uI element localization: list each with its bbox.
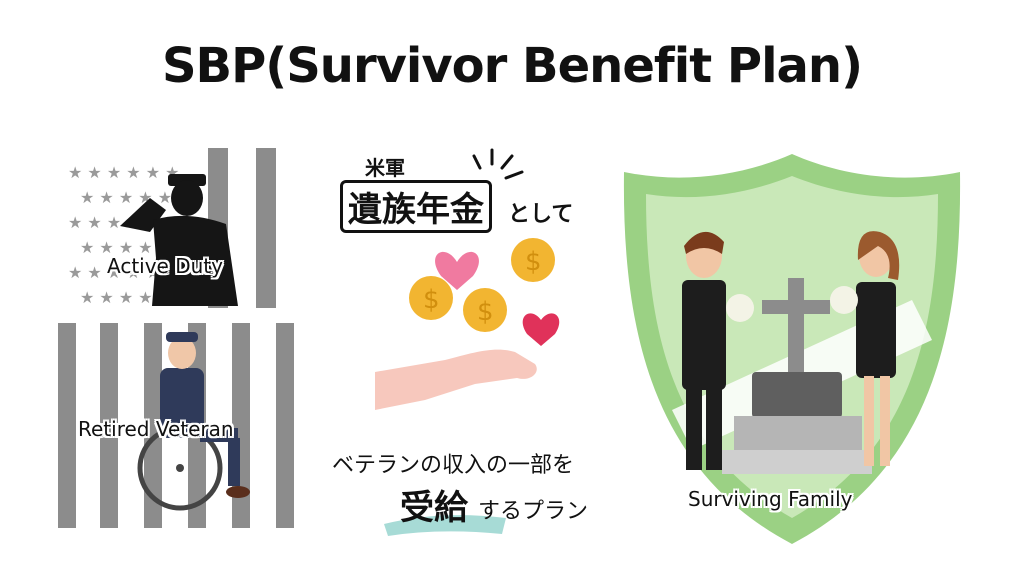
teal-brush-stroke bbox=[384, 515, 506, 536]
svg-text:$: $ bbox=[477, 297, 494, 327]
cross-grave-icon bbox=[722, 278, 872, 474]
coins-hand-illustration: $ $ $ bbox=[375, 238, 560, 410]
pension-label: 遺族年金 bbox=[340, 180, 492, 233]
retired-veteran-label: Retired Veteran bbox=[78, 417, 234, 441]
description-line: ベテランの収入の一部を bbox=[332, 453, 575, 478]
military-label: 米軍 bbox=[365, 156, 405, 180]
svg-text:$: $ bbox=[525, 247, 542, 277]
svg-text:★ ★ ★ ★ ★ ★: ★ ★ ★ ★ ★ ★ bbox=[68, 163, 180, 182]
active-duty-label: Active Duty bbox=[107, 254, 223, 278]
sparkle-icon bbox=[472, 148, 524, 180]
heart-icon bbox=[435, 251, 479, 290]
veteran-wheelchair-icon bbox=[137, 332, 250, 511]
shield-icon bbox=[623, 154, 961, 544]
dollar-coin-icon: $ $ $ bbox=[409, 238, 555, 332]
plan-suffix: するプラン bbox=[478, 499, 589, 524]
mourning-man-icon bbox=[682, 231, 754, 470]
page-title: SBP(Survivor Benefit Plan) bbox=[161, 38, 863, 94]
svg-text:$: $ bbox=[423, 285, 440, 315]
saluting-soldier-icon bbox=[120, 174, 238, 306]
receive-label: 受給 bbox=[400, 488, 468, 528]
surviving-family-label: Surviving Family bbox=[688, 487, 853, 511]
open-hand-icon bbox=[375, 349, 537, 410]
as-label: として bbox=[508, 202, 574, 227]
mourning-woman-icon bbox=[830, 231, 900, 466]
svg-text:★ ★ ★ ★ ★: ★ ★ ★ ★ ★ bbox=[80, 238, 172, 257]
flag-panel: ★ ★ ★ ★ ★ ★ ★ ★ ★ ★ ★ ★ ★ ★ ★ ★ ★ ★ ★ ★ … bbox=[58, 148, 294, 528]
svg-text:★ ★ ★ ★ ★: ★ ★ ★ ★ ★ bbox=[80, 288, 172, 307]
svg-text:★ ★ ★ ★ ★ ★: ★ ★ ★ ★ ★ ★ bbox=[68, 263, 180, 282]
svg-text:★ ★ ★ ★ ★: ★ ★ ★ ★ ★ bbox=[80, 188, 172, 207]
